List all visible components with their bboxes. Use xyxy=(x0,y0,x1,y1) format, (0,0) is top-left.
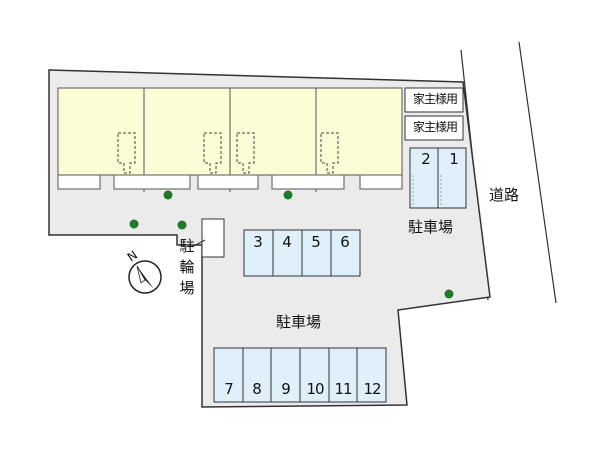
parking-label-center: 駐車場 xyxy=(276,313,322,331)
balcony xyxy=(359,174,403,190)
compass-needle-tail xyxy=(136,265,146,284)
apartment-building xyxy=(57,87,403,192)
owner-space-1 xyxy=(404,87,464,113)
owner-space-2-label: 家主様用 xyxy=(412,120,458,134)
balcony xyxy=(57,174,101,190)
parking-space-number: 4 xyxy=(282,233,292,251)
parking-space-number: 12 xyxy=(363,380,381,398)
parking-space-number: 9 xyxy=(281,380,291,398)
parking-group-middle xyxy=(243,229,361,277)
balcony xyxy=(113,174,191,190)
bicycle-parking-char: 輪 xyxy=(179,258,195,276)
balcony xyxy=(271,174,345,190)
parking-space-number: 11 xyxy=(334,380,352,398)
stair-outline xyxy=(203,132,222,174)
road-label: 道路 xyxy=(489,186,520,204)
compass-icon: N xyxy=(125,248,162,294)
stair-outline xyxy=(117,132,136,174)
compass-needle xyxy=(137,266,154,289)
parking-group-right xyxy=(409,147,467,209)
parking-space-number: 8 xyxy=(252,380,262,398)
owner-space-1-label: 家主様用 xyxy=(412,92,458,106)
bicycle-parking-char: 駐 xyxy=(179,237,195,255)
bicycle-leader-line xyxy=(191,239,206,248)
bicycle-parking-char: 場 xyxy=(179,279,195,297)
tree-icon xyxy=(444,289,454,299)
parking-space-number: 5 xyxy=(311,233,321,251)
balcony xyxy=(197,174,259,190)
bicycle-shed xyxy=(201,218,225,258)
tree-icon xyxy=(177,220,187,230)
tree-icon xyxy=(163,190,173,200)
parking-space-number: 10 xyxy=(306,380,324,398)
parking-space-number: 3 xyxy=(253,233,263,251)
road-edge-right xyxy=(518,41,557,304)
parking-label-right: 駐車場 xyxy=(408,218,454,236)
stair-outline xyxy=(236,132,255,174)
tree-icon xyxy=(129,219,139,229)
parking-group-bottom xyxy=(213,347,387,403)
tree-icon xyxy=(283,190,293,200)
stair-outline xyxy=(320,132,339,174)
bicycle-parking-label: 駐 輪 場 xyxy=(177,236,197,299)
owner-space-2 xyxy=(404,115,464,141)
parking-space-number: 1 xyxy=(449,150,459,168)
parking-space-number: 7 xyxy=(224,380,234,398)
parking-space-number: 2 xyxy=(421,150,431,168)
parking-space-number: 6 xyxy=(340,233,350,251)
